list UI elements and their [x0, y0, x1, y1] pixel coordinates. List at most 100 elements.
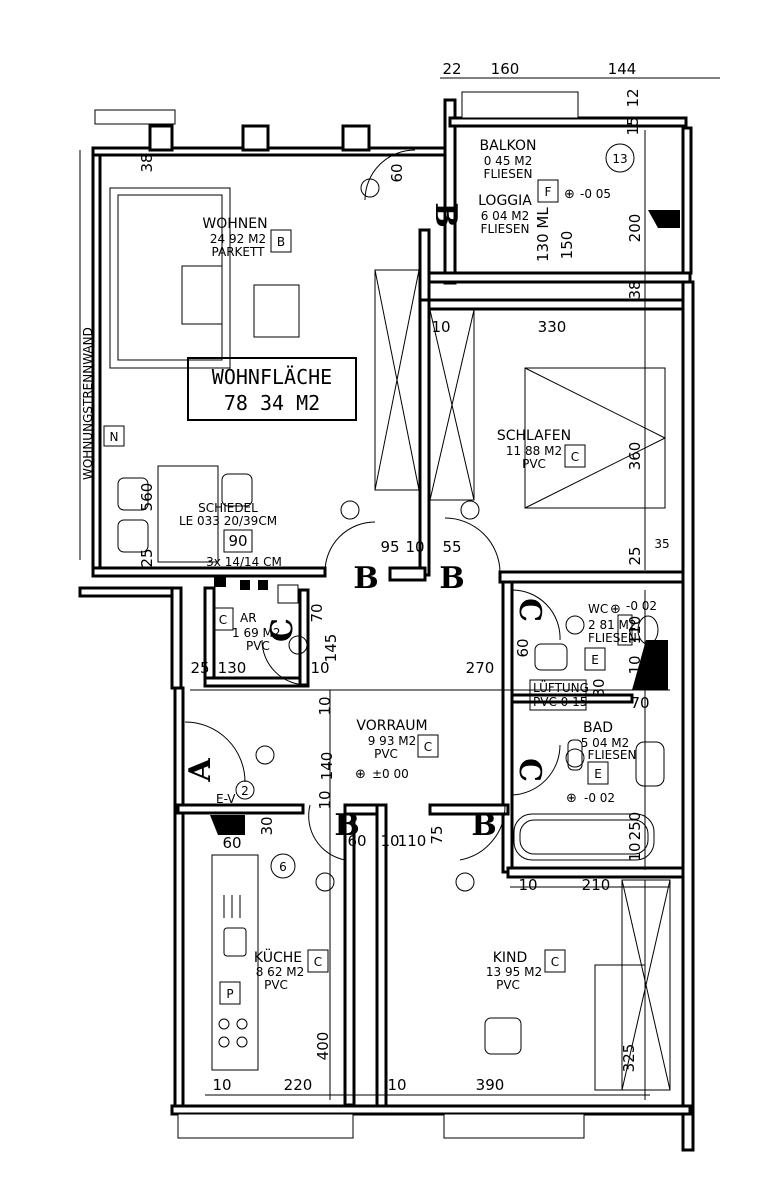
room-area: 1 69 M2 — [232, 626, 281, 640]
dim-label: 10 — [310, 659, 329, 677]
dim-label: 330 — [538, 318, 567, 336]
room-kueche: KÜCHE 8 62 M2 PVC C P — [219, 948, 329, 1005]
door-b-1: B — [428, 202, 463, 227]
dim-label: 150 — [558, 231, 576, 260]
dim-label: 12 — [624, 88, 642, 107]
room-tag: C — [424, 740, 432, 754]
area-value: 78 34 M2 — [224, 391, 320, 415]
room-area: 0 45 M2 — [484, 154, 533, 168]
room-balkon: BALKON 0 45 M2 FLIESEN — [480, 138, 537, 181]
loggia-dim: 130 ML — [534, 207, 552, 262]
dim-label: 400 — [314, 1032, 332, 1061]
level-marker-icon: ⊕ — [564, 187, 575, 202]
room-ar: C AR 1 69 M2 PVC — [212, 607, 281, 653]
dim-label: 325 — [620, 1044, 638, 1073]
dim-label: 60 — [222, 834, 241, 852]
dim-label: 10 — [212, 1076, 231, 1094]
room-tag: C — [571, 450, 579, 464]
dim-label: 25 — [190, 659, 209, 677]
level-marker-icon: ⊕ — [355, 767, 366, 782]
room-tag: F — [545, 185, 552, 199]
area-title: WOHNFLÄCHE — [212, 365, 332, 389]
room-name: SCHLAFEN — [497, 428, 571, 444]
dim-label: 10 — [405, 538, 424, 556]
dim-label: 22 — [442, 60, 461, 78]
dim-label: 145 — [322, 634, 340, 663]
dim-label: 144 — [608, 60, 637, 78]
dim-label: 110 — [626, 616, 644, 645]
room-area: 5 04 M2 — [581, 736, 630, 750]
dim-label: 10 — [387, 1076, 406, 1094]
entry-label: E-V — [216, 792, 236, 806]
room-wohnen: WOHNEN 24 92 M2 PARKETT B — [202, 216, 292, 259]
room-name: VORRAUM — [356, 718, 427, 734]
door-c-1: C — [265, 618, 300, 642]
room-area: 2 81 M2 — [588, 618, 637, 632]
room-floor: PVC — [496, 978, 520, 992]
chimney-small: 3x 14/14 CM — [206, 555, 282, 569]
room-name: AR — [240, 611, 257, 625]
ventilation-spec: PVC 0 15 — [533, 695, 587, 709]
room-name: KIND — [493, 950, 528, 966]
room-floor: FLIESEN — [588, 631, 637, 645]
level-marker-icon: ⊕ — [610, 602, 621, 617]
circle-13-label: 13 — [612, 152, 627, 166]
dim-label: 38 — [138, 153, 156, 172]
armchair — [253, 284, 300, 338]
walls — [78, 91, 695, 1152]
room-floor: FLIESEN — [481, 222, 530, 236]
dim-label: 560 — [138, 483, 156, 512]
dim-label: 60 — [388, 163, 406, 182]
dim-label: 55 — [442, 538, 461, 556]
chimney-dim: 90 — [228, 532, 247, 550]
room-name: WC — [588, 602, 608, 616]
room-name: KÜCHE — [254, 948, 302, 966]
ventilation-note: LÜFTUNG PVC 0 15 — [529, 679, 589, 711]
room-tag: E — [591, 653, 599, 667]
dimension-labels: 22 160 144 12 15 200 38 38 60 150 10 330… — [138, 60, 670, 1094]
level-marker-icon: ⊕ — [566, 791, 577, 806]
dim-label: 60 — [514, 638, 532, 657]
room-kind: KIND 13 95 M2 PVC C — [486, 949, 566, 992]
area-summary: WOHNFLÄCHE 78 34 M2 — [187, 357, 357, 421]
dim-label: 60 — [347, 832, 366, 850]
dim-label: 70 — [630, 694, 649, 712]
dim-label: 38 — [626, 280, 644, 299]
armchair — [181, 265, 223, 325]
room-area: 11 88 M2 — [506, 444, 562, 458]
chimney-title: SCHIEDEL — [198, 501, 258, 515]
room-name: BALKON — [480, 138, 537, 154]
room-floor: PVC — [246, 639, 270, 653]
dim-label: 140 — [318, 752, 336, 781]
dim-label: 25 — [626, 546, 644, 565]
room-tag: C — [551, 955, 559, 969]
room-floor: PARKETT — [212, 245, 266, 259]
dim-label: 25 — [138, 548, 156, 567]
dim-label: 75 — [428, 825, 446, 844]
dim-label: 10 — [626, 842, 644, 861]
room-tag: C — [219, 613, 227, 627]
dimension-lines — [79, 77, 720, 1100]
dim-label: 10 — [316, 790, 334, 809]
dim-label: 160 — [491, 60, 520, 78]
door-b-4: B — [334, 808, 359, 843]
dim-label: 210 — [582, 876, 611, 894]
room-name: WOHNEN — [202, 216, 267, 232]
room-level: -0 02 — [584, 791, 615, 805]
door-c-3: C — [512, 758, 547, 782]
dim-label: 220 — [284, 1076, 313, 1094]
room-area: 13 95 M2 — [486, 965, 542, 979]
door-b-3: B — [439, 561, 464, 596]
bathtub — [513, 813, 655, 861]
table — [157, 465, 219, 563]
furniture — [109, 187, 680, 1091]
dim-label: 250 — [626, 812, 644, 841]
chimney-note: SCHIEDEL LE 033 20/39CM 90 3x 14/14 CM — [179, 501, 282, 569]
room-bad: BAD 5 04 M2 FLIESEN E ⊕ -0 02 — [566, 720, 636, 806]
dim-label: 35 — [654, 537, 669, 551]
room-area: 24 92 M2 — [210, 232, 266, 246]
dim-label: 15 — [624, 116, 642, 135]
room-tag: C — [314, 955, 322, 969]
room-tag: B — [277, 235, 285, 249]
dim-label: 70 — [308, 603, 326, 622]
